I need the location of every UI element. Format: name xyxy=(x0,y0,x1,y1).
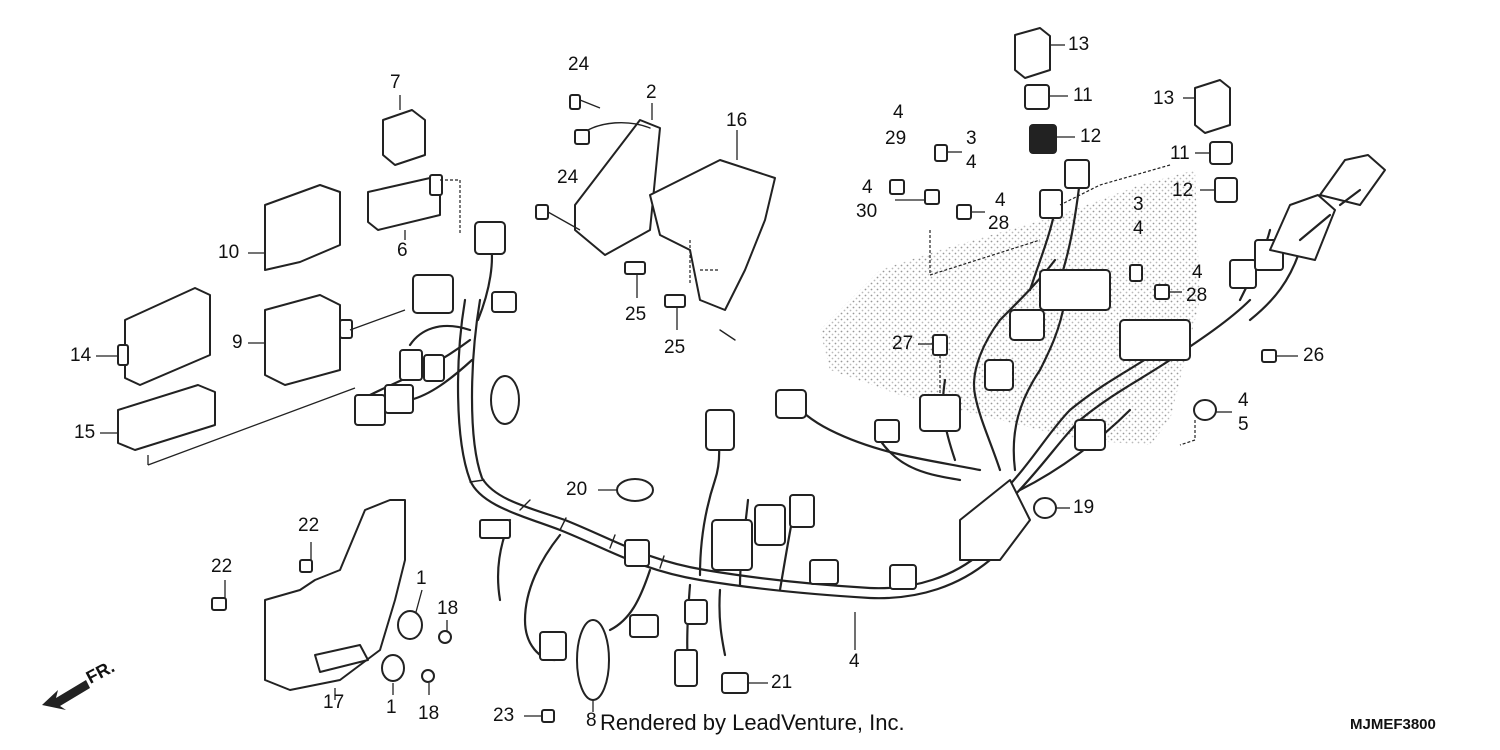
part-3-fuse-right xyxy=(1129,264,1143,282)
callout-12: 12 xyxy=(1172,180,1194,201)
callout-10: 10 xyxy=(218,242,240,263)
callout-27: 27 xyxy=(892,333,914,354)
part-8-horn xyxy=(576,619,610,712)
callout-4: 4 xyxy=(893,102,904,123)
part-7-connector xyxy=(382,95,426,166)
frame-shading xyxy=(820,170,1200,445)
part-27-bolt xyxy=(918,334,948,395)
part-12-socket-upper xyxy=(1029,124,1075,154)
callout-4: 4 xyxy=(1238,390,1249,411)
part-3-fuse-upper xyxy=(934,144,962,162)
callout-14: 14 xyxy=(70,345,92,366)
render-credit: Rendered by LeadVenture, Inc. xyxy=(600,710,905,735)
front-direction-arrow-icon xyxy=(42,680,90,710)
callout-13: 13 xyxy=(1153,88,1175,109)
callout-2: 2 xyxy=(646,82,657,103)
part-6-relay xyxy=(367,174,461,240)
part-30-fuse xyxy=(895,189,940,205)
callout-15: 15 xyxy=(74,422,96,443)
part-12-socket-right xyxy=(1200,177,1238,203)
main-wire-harness xyxy=(368,178,1302,667)
callout-22: 22 xyxy=(298,515,320,536)
callout-11: 11 xyxy=(1170,143,1190,164)
part-1-grommet-a xyxy=(397,589,423,640)
part-10-cover xyxy=(248,184,341,271)
callout-4: 4 xyxy=(966,152,977,173)
part-1-grommet-b xyxy=(381,654,405,695)
part-18-collar-b xyxy=(421,669,435,695)
callout-28: 28 xyxy=(1186,285,1208,306)
part-16-bracket xyxy=(649,130,776,341)
callout-28: 28 xyxy=(988,213,1010,234)
callout-18: 18 xyxy=(418,703,440,724)
part-28-fuse-right xyxy=(1154,284,1182,300)
callout-6: 6 xyxy=(397,240,408,261)
part-25-bolt-b xyxy=(664,294,686,330)
callout-19: 19 xyxy=(1073,497,1095,518)
callout-26: 26 xyxy=(1303,345,1325,366)
callout-4: 4 xyxy=(1192,262,1203,283)
callout-22: 22 xyxy=(211,556,233,577)
callout-20: 20 xyxy=(566,479,588,500)
part-24-bolt-upper xyxy=(569,94,601,110)
part-23-bolt xyxy=(524,709,555,723)
callout-16: 16 xyxy=(726,110,748,131)
part-5-nut xyxy=(1179,399,1232,446)
part-24-bolt-lower xyxy=(535,204,581,231)
callout-30: 30 xyxy=(856,201,878,222)
callout-4: 4 xyxy=(849,651,860,672)
callout-3: 3 xyxy=(966,128,977,149)
callout-1: 1 xyxy=(386,697,397,718)
harness-connectors xyxy=(354,159,1284,687)
callout-1: 1 xyxy=(416,568,427,589)
callout-25: 25 xyxy=(625,304,647,325)
part-19-grommet xyxy=(1033,497,1070,519)
callout-5: 5 xyxy=(1238,414,1249,435)
part-21-clip xyxy=(721,672,768,694)
callout-18: 18 xyxy=(437,598,459,619)
part-14-ecu xyxy=(96,287,211,386)
callout-24: 24 xyxy=(568,54,590,75)
callout-7: 7 xyxy=(390,72,401,93)
part-9-module xyxy=(248,294,406,386)
callout-4: 4 xyxy=(862,177,873,198)
part-25-bolt-a xyxy=(624,261,646,298)
callout-13: 13 xyxy=(1068,34,1090,55)
callout-24: 24 xyxy=(557,167,579,188)
callout-23: 23 xyxy=(493,705,515,726)
part-29-fuse xyxy=(889,179,905,195)
part-13-relay-right xyxy=(1183,79,1231,134)
part-28-fuse-upper xyxy=(956,204,985,220)
diagram-code: MJMEF3800 xyxy=(1350,716,1436,733)
callout-21: 21 xyxy=(771,672,793,693)
part-15-holder xyxy=(100,384,356,466)
callout-17: 17 xyxy=(323,692,345,713)
part-22-bolt-b xyxy=(211,580,227,611)
fuse-leader-lines xyxy=(929,164,1171,276)
callout-11: 11 xyxy=(1073,85,1093,106)
part-2-control-unit xyxy=(574,103,661,256)
part-22-bolt-a xyxy=(299,542,313,573)
callout-8: 8 xyxy=(586,710,597,731)
part-20-clamp xyxy=(598,478,654,502)
part-11-relay-right xyxy=(1195,141,1233,165)
callout-25: 25 xyxy=(664,337,686,358)
fuel-pump-canister xyxy=(1269,154,1386,261)
part-18-collar-a xyxy=(438,620,452,644)
part-26-bolt xyxy=(1261,349,1298,363)
callout-29: 29 xyxy=(885,128,907,149)
part-11-relay-upper xyxy=(1024,84,1068,110)
callout-12: 12 xyxy=(1080,126,1102,147)
part-13-relay-upper xyxy=(1014,27,1065,79)
callout-4: 4 xyxy=(995,190,1006,211)
callout-9: 9 xyxy=(232,332,243,353)
callout-4: 4 xyxy=(1133,218,1144,239)
part-17-bracket xyxy=(264,499,406,700)
callout-3: 3 xyxy=(1133,194,1144,215)
